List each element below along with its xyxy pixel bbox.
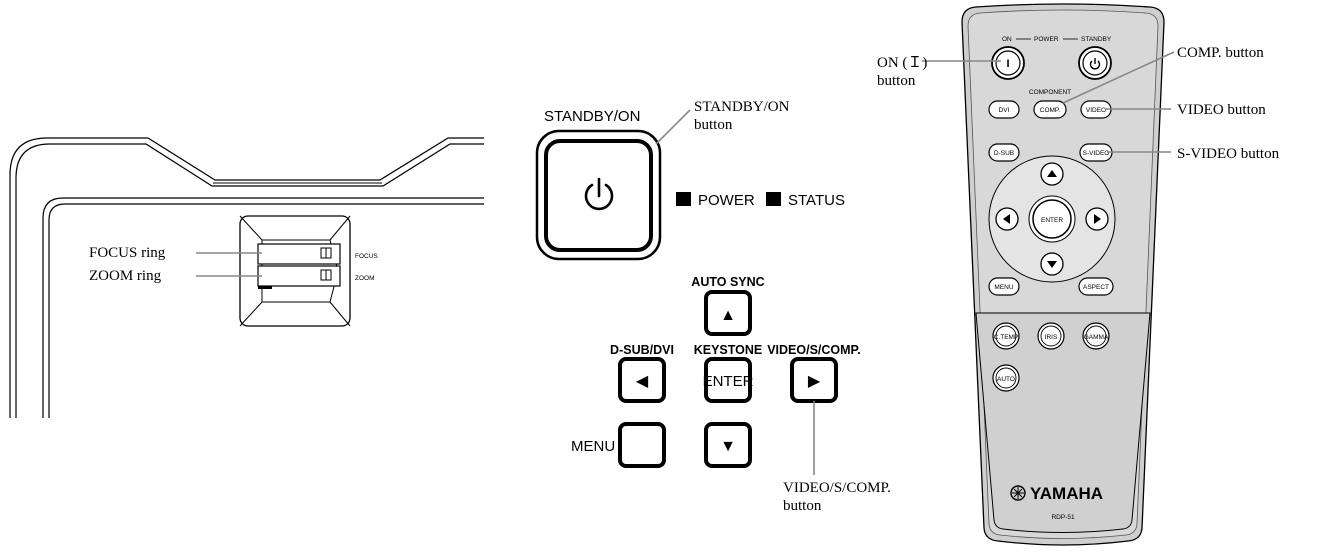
svideo-label: S-VIDEO [1083,150,1110,157]
remote-menu-button[interactable]: MENU [988,277,1020,296]
zoom-mark: ZOOM [355,275,375,282]
lens-assembly: FOCUS ZOOM [239,215,378,327]
remote-ctemp-button[interactable]: C.TEMP [992,322,1020,350]
remote-standby-label: STANDBY [1081,36,1112,43]
focus-ring[interactable] [257,243,341,265]
remote-enter-button[interactable]: ENTER [1032,199,1072,239]
remote-on-button[interactable]: I [991,46,1025,80]
power-indicator-lamp [676,192,691,206]
remote-iris-button[interactable]: IRIS [1037,322,1065,350]
on-button-callout-line2: button [877,73,916,89]
zoom-ring-label: ZOOM ring [89,268,162,284]
keystone-label: KEYSTONE [694,343,763,357]
focus-ring-label: FOCUS ring [89,245,166,261]
yamaha-brand: YAMAHA [1030,484,1103,503]
remote-power-label: POWER [1034,36,1059,43]
left-button[interactable]: ◀ [618,357,666,403]
video-callout-line2: button [783,498,822,514]
remote-down-button[interactable] [1040,252,1064,276]
dsub-label: D-SUB [994,150,1014,157]
right-button[interactable]: ▶ [790,357,838,403]
video-callout-line1: VIDEO/S/COMP. [783,480,891,496]
standby-icon [1089,58,1101,70]
standby-on-callout-line2: button [694,117,733,133]
menu-label: MENU [571,438,615,455]
yamaha-logo: YAMAHA [1010,484,1103,503]
remote-gamma-button[interactable]: GAMMA [1082,322,1110,350]
remote-up-arrow-icon [1047,170,1057,177]
remote-dvi-button[interactable]: DVI [988,100,1020,119]
auto-sync-label: AUTO SYNC [691,275,764,289]
on-glyph-icon: I [1006,58,1009,70]
power-icon [584,177,614,211]
left-arrow-icon: ◀ [636,373,649,390]
remote-dsub-button[interactable]: D-SUB [988,143,1020,162]
remote-left-button[interactable] [995,207,1019,231]
comp-label: COMP. [1040,107,1061,114]
remote-model: RDP-51 [1051,514,1075,521]
svideo-button-callout: S-VIDEO button [1177,146,1280,162]
ctemp-label: C.TEMP [994,334,1019,341]
down-button[interactable]: ▼ [704,422,752,468]
power-indicator-label: POWER [698,192,755,209]
comp-button-callout: COMP. button [1177,45,1264,61]
status-indicator-label: STATUS [788,192,845,209]
iris-label: IRIS [1045,334,1058,341]
remote-left-arrow-icon [1003,214,1010,224]
up-arrow-icon: ▲ [720,307,736,324]
aspect-label: ASPECT [1083,284,1109,291]
on-button-callout-line1: ON (Ｉ) [877,55,927,71]
projector-body [9,137,484,418]
remote-on-label: ON [1002,36,1012,43]
enter-button[interactable]: ENTER [703,357,754,403]
dsub-dvi-label: D-SUB/DVI [610,343,674,357]
remote-auto-button[interactable]: AUTO [992,364,1020,392]
dvi-label: DVI [999,107,1010,114]
remote-video-button[interactable]: VIDEO [1080,100,1112,119]
remote-menu-label: MENU [994,284,1013,291]
standby-on-button[interactable] [535,129,662,261]
remote-right-button[interactable] [1085,207,1109,231]
component-label: COMPONENT [1029,89,1071,96]
standby-on-heading: STANDBY/ON [544,108,640,125]
standby-on-callout-line1: STANDBY/ON [694,99,790,115]
video-button-callout: VIDEO button [1177,102,1266,118]
remote-up-button[interactable] [1040,162,1064,186]
remote-comp-button[interactable]: COMP. [1033,100,1067,119]
enter-button-label: ENTER [703,373,754,390]
right-arrow-icon: ▶ [808,373,821,390]
gamma-label: GAMMA [1084,334,1109,341]
menu-button[interactable] [618,422,666,468]
focus-mark: FOCUS [355,253,378,260]
remote-down-arrow-icon [1047,261,1057,268]
video-s-comp-label: VIDEO/S/COMP. [767,343,861,357]
down-arrow-icon: ▼ [720,438,736,455]
up-button[interactable]: ▲ [704,290,752,336]
status-indicator-lamp [766,192,781,206]
yamaha-emblem-icon [1010,485,1026,501]
remote-enter-label: ENTER [1041,217,1063,224]
remote-standby-button[interactable] [1078,46,1112,80]
video-label: VIDEO [1086,107,1106,114]
remote-aspect-button[interactable]: ASPECT [1078,277,1114,296]
remote-right-arrow-icon [1094,214,1101,224]
auto-label: AUTO [997,376,1015,383]
